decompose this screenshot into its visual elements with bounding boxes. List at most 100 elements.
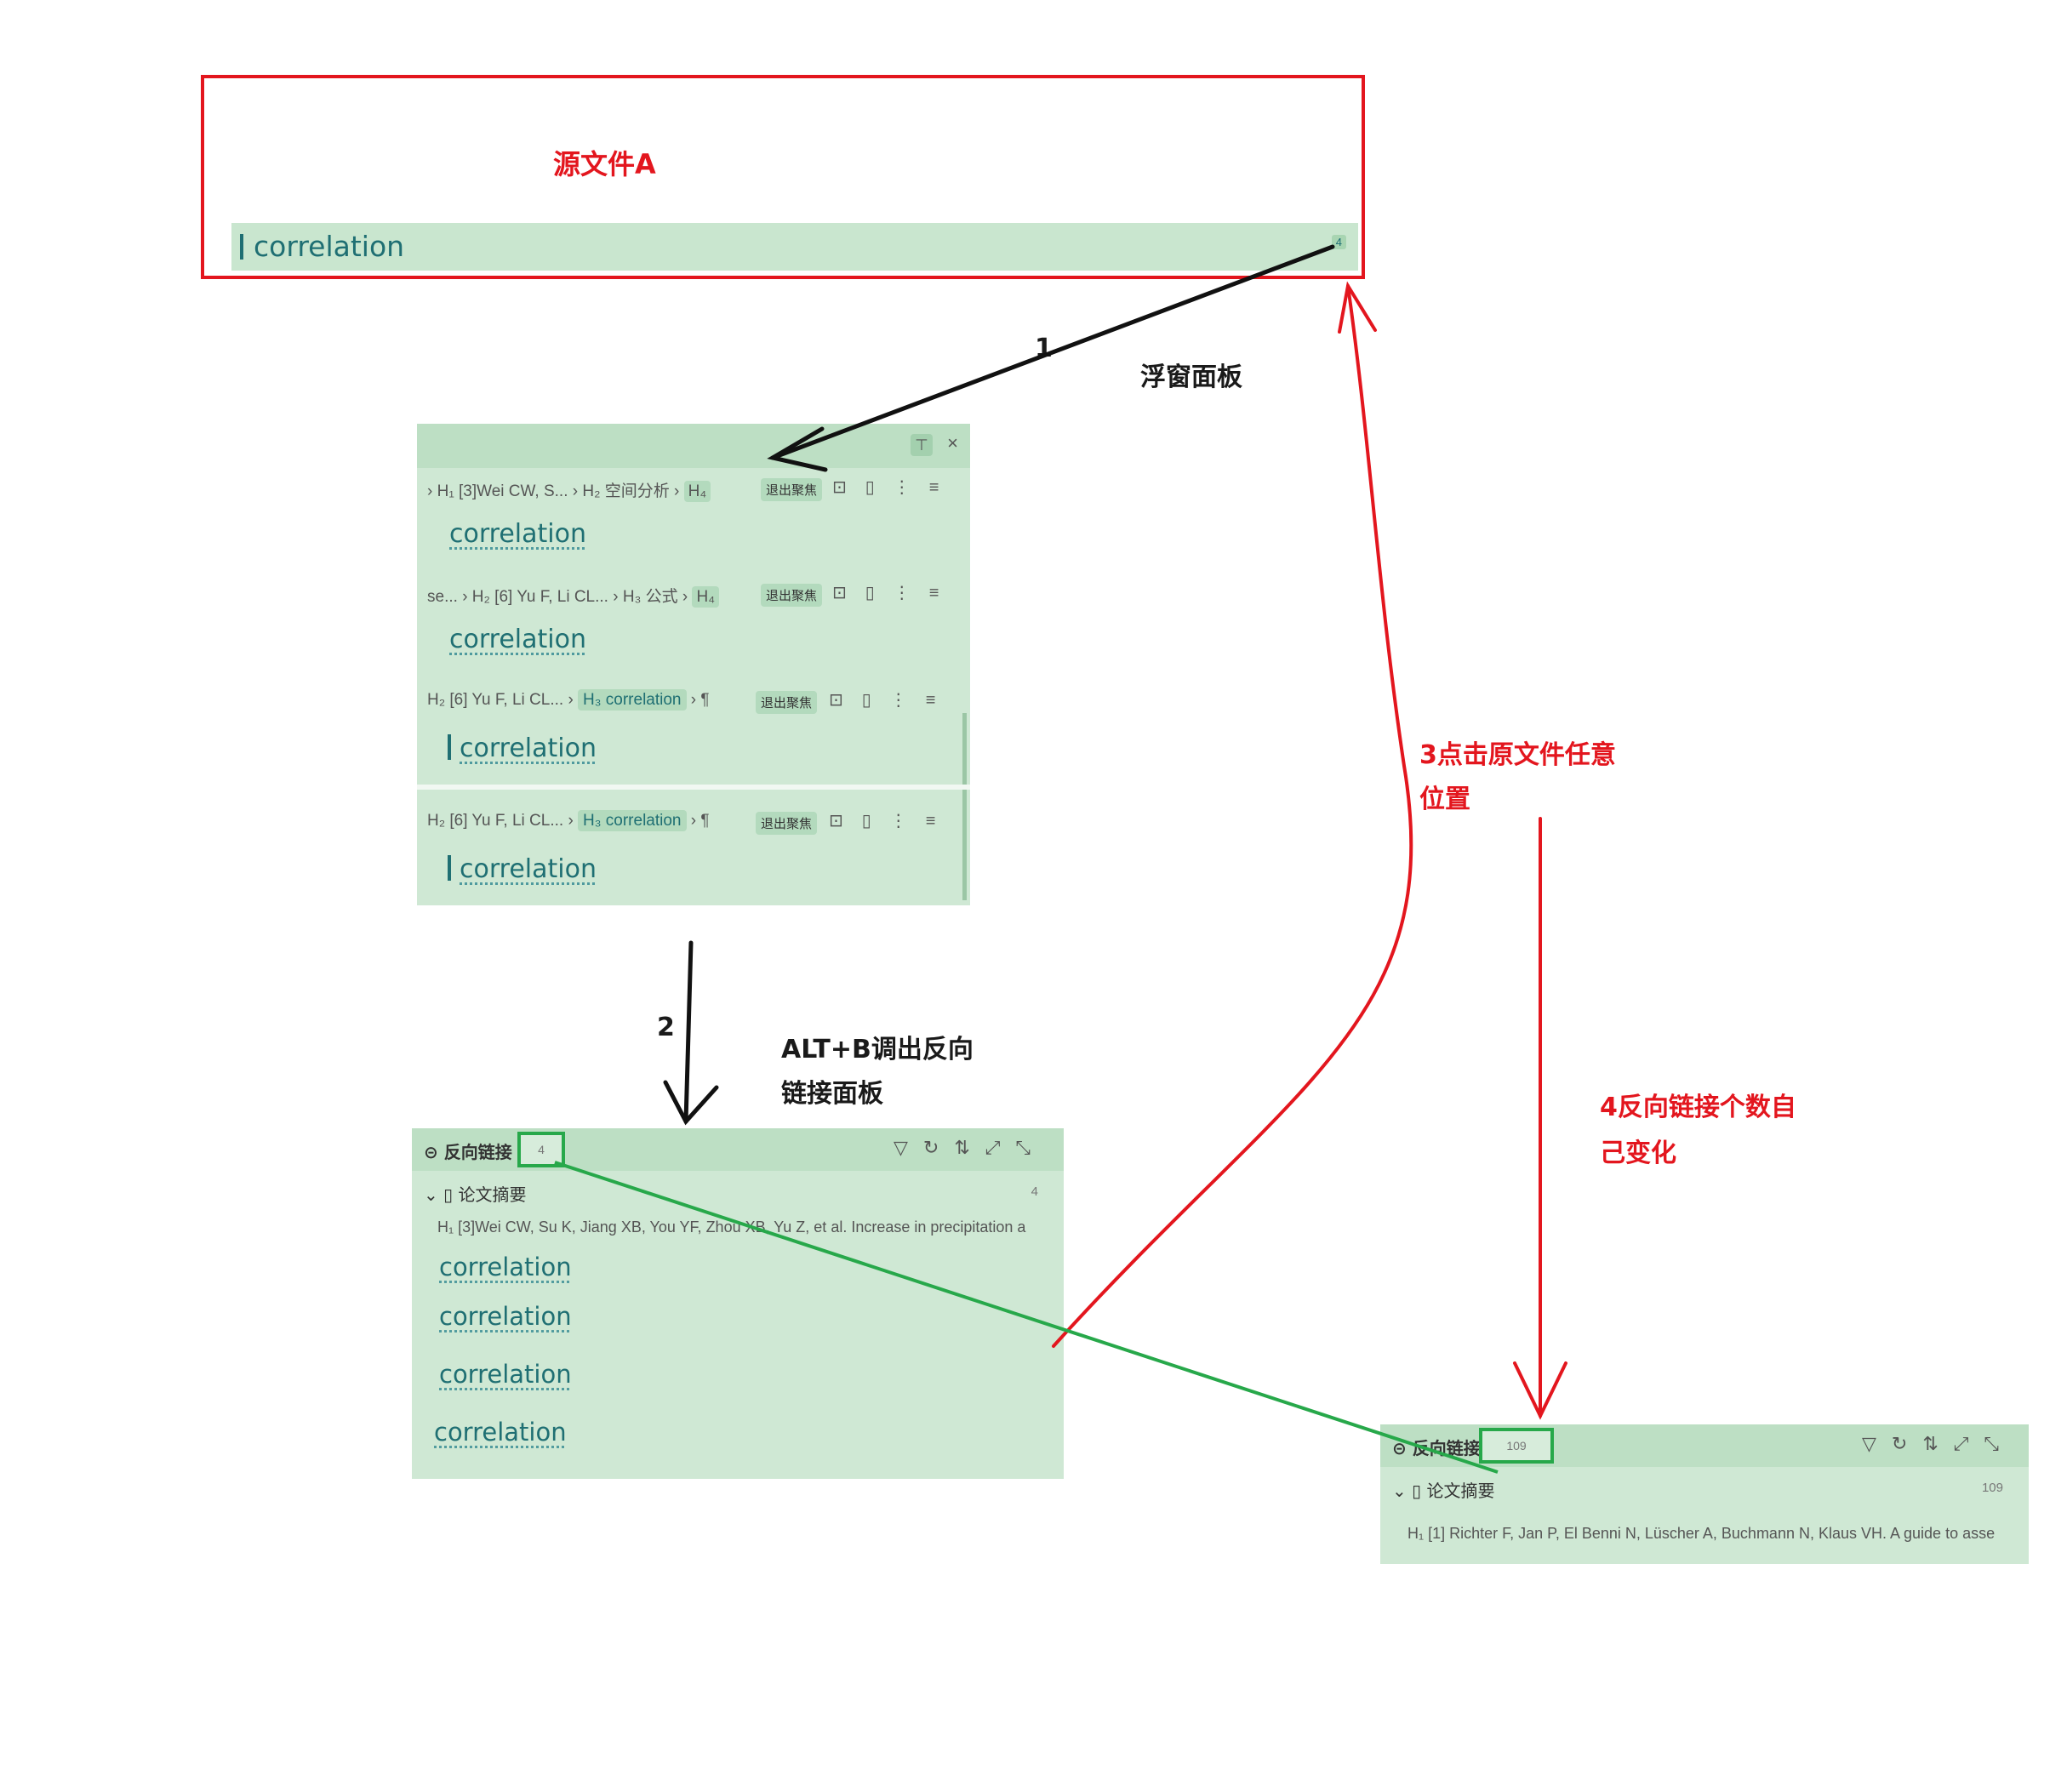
backlink-heading[interactable]: correlation [439, 1360, 572, 1389]
link-icon: ⊝ [424, 1142, 444, 1162]
exit-focus-button[interactable]: 退出聚焦 [761, 478, 823, 501]
scrollbar[interactable] [962, 798, 967, 900]
filter-icon[interactable]: ▽ [894, 1137, 923, 1158]
file-icon[interactable]: ▯ [865, 478, 894, 497]
block-heading[interactable]: correlation [448, 854, 597, 884]
scrollbar[interactable] [962, 713, 967, 798]
exit-focus-button[interactable]: 退出聚焦 [756, 691, 818, 714]
breadcrumb: se... › H₂ [6] Yu F, Li CL... › H₃ 公式 › … [417, 574, 970, 613]
breadcrumb-item[interactable]: se... [427, 588, 458, 606]
breadcrumb-item[interactable]: H₃ 公式 [622, 588, 678, 606]
source-heading[interactable]: correlation [254, 230, 405, 263]
backlink-doc-title[interactable]: 论文摘要 [458, 1184, 527, 1205]
unlock-icon[interactable]: ⊡ [829, 812, 862, 830]
more-icon[interactable]: ⋮ [889, 812, 926, 830]
backlink-panel: ⊝ 反向链接 4 ▽↻⇅⤢⤡ ⌄ ▯ 论文摘要 4 H₁ [3]Wei CW, … [412, 1128, 1064, 1479]
unlock-icon[interactable]: ⊡ [832, 478, 865, 497]
expand-icon[interactable]: ⤢ [985, 1137, 1016, 1158]
file-icon[interactable]: ▯ [865, 584, 894, 602]
refresh-icon[interactable]: ↻ [922, 1137, 955, 1158]
more-icon[interactable]: ⋮ [893, 478, 929, 497]
breadcrumb-item[interactable]: H₃ correlation [578, 689, 687, 711]
chevron-right-icon: › [568, 691, 579, 709]
backlink-panel-updated: ⊝ 反向链接 109 ▽↻⇅⤢⤡ ⌄ ▯ 论文摘要 109 H₁ [1] Ric… [1380, 1424, 2029, 1564]
step-4-label-line-1: 4反向链接个数自 [1600, 1093, 1796, 1122]
backlink-h1-line[interactable]: H₁ [1] Richter F, Jan P, El Benni N, Lüs… [1408, 1525, 1996, 1542]
align-icon[interactable]: ≡ [928, 584, 958, 602]
backlink-panel-header: ⊝ 反向链接 109 ▽↻⇅⤢⤡ [1380, 1424, 2029, 1467]
breadcrumb: H₂ [6] Yu F, Li CL... › H₃ correlation ›… [417, 802, 970, 841]
filter-icon[interactable]: ▽ [1862, 1433, 1892, 1454]
backlink-doc-count: 109 [1981, 1481, 2003, 1495]
chevron-right-icon: › [568, 812, 579, 830]
paragraph-icon[interactable]: ¶ [700, 691, 710, 709]
chevron-right-icon: › [674, 482, 684, 500]
breadcrumb-item[interactable]: H₄ [692, 586, 719, 608]
step-2-label-line-2: 链接面板 [781, 1079, 883, 1109]
block-heading[interactable]: correlation [449, 625, 586, 654]
step-2-label-line-1: ALT+B调出反向 [781, 1035, 974, 1064]
chevron-down-icon[interactable]: ⌄ [1392, 1481, 1407, 1501]
float-panel: ⊤ × › H₁ [3]Wei CW, S... › H₂ 空间分析 › H₄ … [417, 424, 970, 905]
backlink-doc-title[interactable]: 论文摘要 [1426, 1481, 1495, 1501]
sort-icon[interactable]: ⇅ [1922, 1433, 1954, 1454]
backlink-panel-title: 反向链接 [443, 1142, 512, 1162]
file-icon[interactable]: ▯ [861, 812, 890, 830]
step-4-label-line-2: 己变化 [1600, 1139, 1676, 1168]
file-icon[interactable]: ▯ [861, 691, 890, 710]
backlink-doc-count: 4 [1031, 1184, 1038, 1199]
backlink-panel-title: 反向链接 [1412, 1438, 1481, 1458]
chevron-down-icon[interactable]: ⌄ [424, 1184, 438, 1205]
unlock-icon[interactable]: ⊡ [829, 691, 862, 710]
pin-icon[interactable]: ⊤ [911, 434, 933, 456]
breadcrumb-item[interactable]: H₂ [6] Yu F, Li CL... [471, 588, 608, 606]
float-panel-titlebar: ⊤ × [417, 424, 970, 468]
backlink-heading[interactable]: correlation [439, 1253, 572, 1281]
breadcrumb-item[interactable]: H₁ [3]Wei CW, S... [437, 482, 568, 500]
block-heading[interactable]: correlation [448, 733, 597, 763]
expand-icon[interactable]: ⤢ [1953, 1433, 1984, 1454]
breadcrumb-item[interactable]: H₂ 空间分析 [582, 482, 670, 500]
step-2-number: 2 [657, 1013, 675, 1042]
backlink-count-badge[interactable]: 4 [1331, 235, 1346, 249]
close-icon[interactable]: × [947, 432, 958, 454]
breadcrumb-item[interactable]: H₂ [6] Yu F, Li CL... [427, 691, 564, 709]
breadcrumb: H₂ [6] Yu F, Li CL... › H₃ correlation ›… [417, 681, 970, 720]
step-3-label-line-1: 3点击原文件任意 [1419, 740, 1616, 770]
backlink-h1-line[interactable]: H₁ [3]Wei CW, Su K, Jiang XB, You YF, Zh… [437, 1218, 1026, 1236]
step-1-number: 1 [1035, 334, 1053, 363]
backlink-doc-row[interactable]: ⌄ ▯ 论文摘要 [1392, 1477, 1495, 1502]
paragraph-icon[interactable]: ¶ [700, 812, 710, 830]
collapse-icon[interactable]: ⤡ [1984, 1433, 2015, 1454]
refresh-icon[interactable]: ↻ [1891, 1433, 1923, 1454]
sort-icon[interactable]: ⇅ [954, 1137, 985, 1158]
align-icon[interactable]: ≡ [925, 812, 955, 830]
block-heading[interactable]: correlation [449, 519, 586, 549]
backlink-doc-row[interactable]: ⌄ ▯ 论文摘要 [424, 1181, 527, 1206]
breadcrumb-item[interactable]: H₂ [6] Yu F, Li CL... [427, 812, 564, 830]
breadcrumb-item[interactable]: H₃ correlation [578, 810, 687, 831]
block-divider [417, 785, 970, 790]
source-heading-row[interactable]: correlation 4 [231, 223, 1358, 271]
breadcrumb: › H₁ [3]Wei CW, S... › H₂ 空间分析 › H₄ 退出聚焦… [417, 468, 970, 507]
align-icon[interactable]: ≡ [928, 478, 958, 497]
file-icon: ▯ [443, 1184, 454, 1205]
step-1-label: 浮窗面板 [1140, 362, 1242, 392]
unlock-icon[interactable]: ⊡ [832, 584, 865, 602]
collapse-icon[interactable]: ⤡ [1015, 1137, 1047, 1158]
backlink-heading[interactable]: correlation [434, 1418, 567, 1447]
backlink-heading[interactable]: correlation [439, 1302, 572, 1331]
align-icon[interactable]: ≡ [925, 691, 955, 710]
chevron-right-icon: › [613, 588, 623, 606]
more-icon[interactable]: ⋮ [889, 691, 926, 710]
exit-focus-button[interactable]: 退出聚焦 [756, 812, 818, 835]
breadcrumb-item[interactable]: H₄ [683, 481, 711, 502]
source-file-label: 源文件A [553, 148, 656, 180]
chevron-right-icon: › [682, 588, 693, 606]
more-icon[interactable]: ⋮ [893, 584, 929, 602]
backlink-count-badge: 4 [517, 1132, 565, 1167]
backlink-count-badge: 109 [1479, 1428, 1554, 1464]
chevron-right-icon: › [690, 691, 701, 709]
link-icon: ⊝ [1392, 1438, 1413, 1458]
exit-focus-button[interactable]: 退出聚焦 [761, 584, 823, 607]
